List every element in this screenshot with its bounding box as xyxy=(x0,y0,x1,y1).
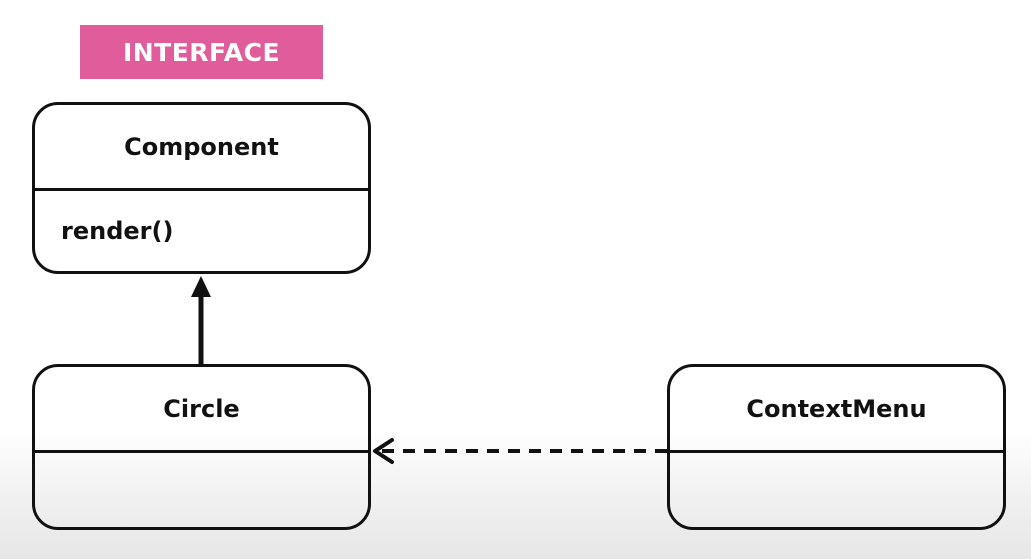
interface-badge: INTERFACE xyxy=(80,25,323,79)
contextmenu-class-name: ContextMenu xyxy=(670,367,1003,453)
circle-class-body xyxy=(35,453,368,527)
component-class-name: Component xyxy=(35,105,368,191)
component-class-method: render() xyxy=(61,217,174,245)
contextmenu-class-box: ContextMenu xyxy=(667,364,1006,530)
contextmenu-class-body xyxy=(670,453,1003,527)
circle-class-name: Circle xyxy=(35,367,368,453)
circle-class-box: Circle xyxy=(32,364,371,530)
dependency-arrowhead xyxy=(373,438,394,464)
component-class-box: Component render() xyxy=(32,102,371,274)
inheritance-arrowhead xyxy=(191,276,211,297)
